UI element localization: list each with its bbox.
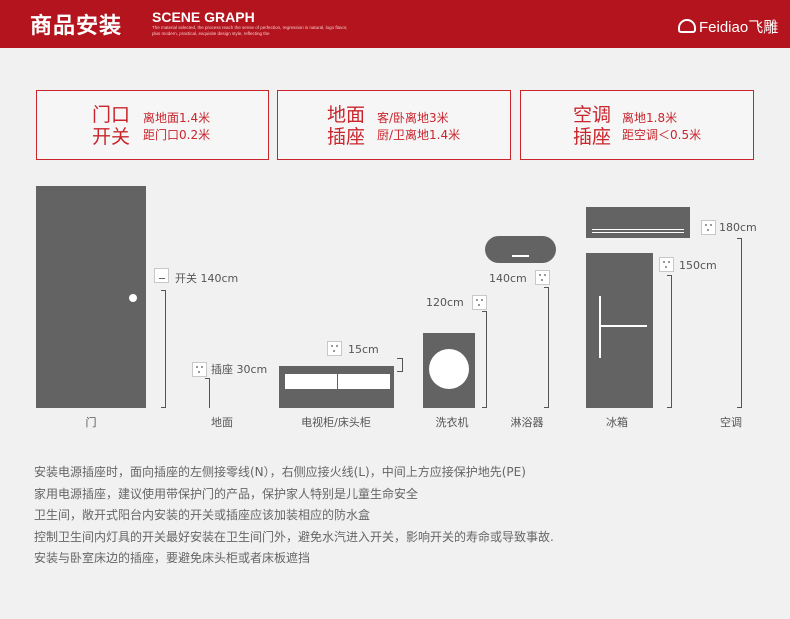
floor-socket-height-label: 插座 30cm — [211, 363, 268, 376]
height-guide-tick — [205, 378, 210, 379]
category-label: 洗衣机 — [435, 416, 469, 429]
info-box-title: 地面插座 — [324, 104, 368, 148]
info-box-detail: 客/卧离地3米厨/卫离地1.4米 — [377, 110, 460, 144]
fridge-socket-height-label: 150cm — [679, 259, 717, 272]
wall-socket-icon — [327, 341, 342, 356]
heater-socket-height-label: 140cm — [489, 272, 527, 285]
info-box-detail: 离地面1.4米距门口0.2米 — [143, 110, 210, 144]
tv-cabinet-drawer — [285, 374, 337, 389]
info-title-line: 开关 — [91, 126, 130, 148]
info-title-line: 空调 — [572, 104, 611, 126]
wall-socket-icon — [472, 295, 487, 310]
installation-notes: 安装电源插座时，面向插座的左侧接零线(N），右侧应接火线(L)，中间上方应接保护… — [34, 462, 554, 570]
brand-logo: Feidiao飞雕 — [678, 17, 779, 36]
wall-socket-icon — [701, 220, 716, 235]
height-guide-tick — [544, 407, 549, 408]
logo-text: Feidiao飞雕 — [699, 18, 779, 36]
wall-socket-icon — [535, 270, 550, 285]
switch-height-label: 开关 140cm — [175, 272, 239, 285]
info-detail-line: 距空调＜0.5米 — [622, 128, 702, 142]
wall-socket-icon — [192, 362, 207, 377]
height-guide-line — [402, 358, 403, 372]
category-label: 门 — [85, 416, 97, 429]
category-label: 空调 — [720, 416, 742, 429]
info-detail-line: 离地面1.4米 — [143, 111, 211, 125]
door-knob — [129, 294, 137, 302]
category-label: 冰箱 — [606, 416, 628, 429]
category-label: 电视柜/床头柜 — [301, 416, 371, 429]
note-line: 安装电源插座时，面向插座的左侧接零线(N），右侧应接火线(L)，中间上方应接保护… — [34, 465, 526, 479]
info-box-title: 空调插座 — [570, 104, 614, 148]
info-detail-line: 距门口0.2米 — [143, 128, 211, 142]
info-title-line: 插座 — [326, 126, 365, 148]
height-guide-line — [671, 275, 672, 408]
height-guide-tick — [161, 290, 166, 291]
height-guide-line — [548, 287, 549, 408]
note-line: 安装与卧室床边的插座，要避免床头柜或者床板遮挡 — [34, 551, 311, 565]
info-box-ac-socket: 空调插座离地1.8米距空调＜0.5米 — [520, 90, 754, 160]
info-detail-line: 离地1.8米 — [622, 111, 678, 125]
height-guide-line — [165, 290, 166, 408]
info-box-door-switch: 门口开关离地面1.4米距门口0.2米 — [36, 90, 269, 160]
info-detail-line: 客/卧离地3米 — [377, 111, 449, 125]
info-box-floor-socket: 地面插座客/卧离地3米厨/卫离地1.4米 — [277, 90, 511, 160]
info-box-detail: 离地1.8米距空调＜0.5米 — [622, 110, 701, 144]
page-title: 商品安装 — [30, 14, 123, 39]
category-label: 淋浴器 — [510, 416, 544, 429]
tv-cabinet-drawer — [338, 374, 390, 389]
header-banner: 商品安装 SCENE GRAPH The material selected, … — [0, 0, 790, 48]
category-label: 地面 — [211, 416, 233, 429]
elephant-logo-icon — [678, 19, 696, 33]
height-guide-tick — [397, 371, 402, 372]
height-guide-line — [209, 378, 210, 408]
height-guide-tick — [482, 311, 487, 312]
air-conditioner — [586, 207, 690, 238]
refrigerator-divider — [599, 325, 647, 327]
washer-socket-height-label: 120cm — [426, 296, 464, 309]
note-line: 家用电源插座，建议使用带保护门的产品，保护家人特别是儿童生命安全 — [34, 486, 419, 501]
height-guide-line — [486, 311, 487, 408]
info-title-line: 门口 — [91, 104, 130, 126]
height-guide-line — [741, 238, 742, 408]
height-guide-tick — [667, 407, 672, 408]
light-switch-icon — [154, 268, 169, 283]
air-conditioner-vent — [592, 229, 684, 230]
height-guide-tick — [737, 407, 742, 408]
height-guide-tick — [544, 287, 549, 288]
washing-machine-window — [429, 349, 469, 389]
height-guide-tick — [737, 238, 742, 239]
water-heater-indicator — [512, 255, 529, 257]
note-line: 卫生间，敞开式阳台内安装的开关或插座应该加装相应的防水盒 — [34, 508, 371, 522]
air-conditioner-vent — [592, 232, 684, 233]
door — [36, 186, 146, 408]
note-line: 控制卫生间内灯具的开关最好安装在卫生间门外，避免水汽进入开关，影响开关的寿命或导… — [34, 529, 554, 544]
wall-socket-icon — [659, 257, 674, 272]
height-guide-tick — [397, 358, 402, 359]
water-heater — [485, 236, 556, 263]
info-title-line: 地面 — [326, 104, 365, 126]
page-subtitle: SCENE GRAPH — [152, 9, 255, 25]
info-title-line: 插座 — [572, 126, 611, 148]
refrigerator-handle — [599, 296, 601, 358]
height-guide-tick — [667, 275, 672, 276]
height-guide-tick — [482, 407, 487, 408]
ac-socket-height-label: 180cm — [719, 221, 757, 234]
header-small-text: The material selected, the process reach… — [152, 25, 348, 36]
tv-socket-height-label: 15cm — [348, 343, 379, 356]
info-detail-line: 厨/卫离地1.4米 — [377, 128, 461, 142]
info-box-title: 门口开关 — [89, 104, 133, 148]
refrigerator — [586, 253, 653, 408]
height-guide-tick — [161, 407, 166, 408]
